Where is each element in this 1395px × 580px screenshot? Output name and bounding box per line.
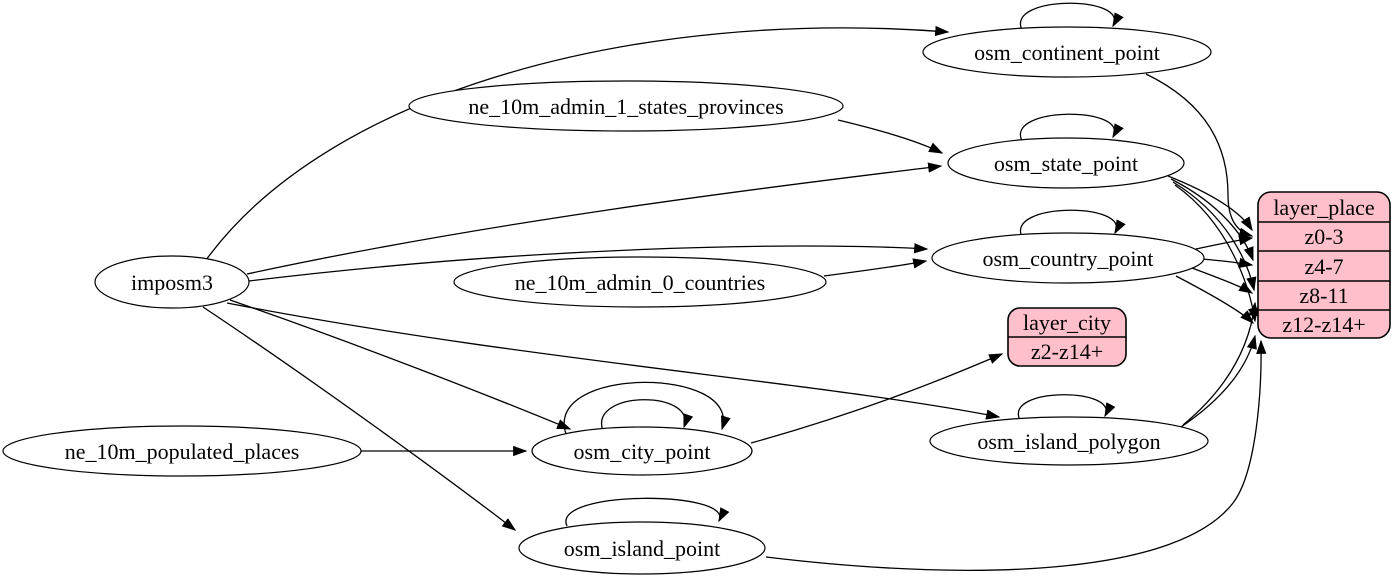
osm_city_point-label: osm_city_point [574,439,711,464]
node-osm_continent_point: osm_continent_point [922,26,1212,78]
osm_city_point-ellipse [531,426,753,476]
node-layer_city: layer_city z2-z14+ [1007,307,1127,367]
edge-osm_country_point-to-layer_place-z8-11 [1191,267,1254,294]
ne_10m_admin_0_countries-label: ne_10m_admin_0_countries [515,270,766,295]
imposm3-ellipse [94,255,250,309]
node-osm_state_point: osm_state_point [947,137,1185,189]
edge-osm_island_polygon-to-layer_place-z8-11 [1182,301,1259,426]
edge-self-loop-osm_island_point [565,497,730,527]
layer_place-row-z12-z14: z12-z14+ [1282,312,1365,337]
ne_10m_admin_0_countries-ellipse [453,256,827,308]
osm_island_polygon-ellipse [929,416,1209,466]
edge-imposm3-to-osm_island_polygon [226,302,1001,420]
osm_state_point-ellipse [947,137,1185,189]
imposm3-label: imposm3 [131,270,213,295]
edge-imposm3-to-osm_city_point [229,299,572,430]
osm_country_point-ellipse [931,232,1205,284]
layer_city-title: layer_city [1023,310,1111,335]
edge-self-loop-osm_island_polygon [1017,394,1116,421]
node-osm_island_polygon: osm_island_polygon [929,416,1209,466]
osm_continent_point-ellipse [922,26,1212,78]
node-ne_10m_populated_places: ne_10m_populated_places [2,425,362,477]
edge-osm_state_point-to-layer_place-z4-7 [1170,178,1254,262]
edge-osm_state_point-to-layer_place-z8-11 [1172,181,1257,292]
edge-self-loop-osm_country_point [1019,209,1126,238]
node-osm_city_point: osm_city_point [531,426,753,476]
edge-imposm3-to-osm_state_point [246,162,943,275]
edge-osm_continent_point-to-layer_place-z0-3 [1145,73,1254,238]
layer_place-row-z0-3: z0-3 [1304,224,1343,249]
edge-osm_state_point-to-layer_place-z0-3 [1167,175,1253,232]
osm_continent_point-label: osm_continent_point [974,40,1160,65]
node-layer_place: layer_place z0-3 z4-7 z8-11 z12-z14+ [1257,191,1391,339]
node-ne_10m_admin_0_countries: ne_10m_admin_0_countries [453,256,827,308]
osm_country_point-label: osm_country_point [982,246,1153,271]
osm_state_point-label: osm_state_point [994,151,1138,176]
edge-self-loop-inner-osm_city_point [600,399,694,432]
edge-imposm3-to-osm_country_point [248,243,929,282]
edges-group [202,2,1267,571]
ne_10m_admin_1_states_provinces-label: ne_10m_admin_1_states_provinces [468,94,783,119]
edge-self-loop-osm_continent_point [1019,2,1124,31]
edge-osm_city_point-to-layer_city-z2-z14 [750,353,1004,444]
layer_city-row-z2-z14: z2-z14+ [1031,339,1103,364]
ne_10m_populated_places-label: ne_10m_populated_places [65,439,300,464]
edge-self-loop-outer-osm_city_point [563,381,731,435]
edge-imposm3-to-osm_island_point [202,306,517,531]
ne_10m_populated_places-ellipse [2,425,362,477]
osm_island_point-ellipse [518,521,766,575]
edge-osm_country_point-to-layer_place-z0-3 [1195,235,1254,250]
node-osm_country_point: osm_country_point [931,232,1205,284]
edge-imposm3-to-osm_continent_point [205,25,950,261]
edge-ne_10m_admin_0_countries-to-osm_country_point [823,258,928,277]
edge-osm_country_point-to-layer_place-z4-7 [1201,257,1254,268]
ne_10m_admin_1_states_provinces-ellipse [408,80,844,132]
layer_place-title: layer_place [1273,195,1374,220]
layer_place-row-z8-11: z8-11 [1299,283,1348,308]
node-osm_island_point: osm_island_point [518,521,766,575]
osm_island_point-label: osm_island_point [564,536,720,561]
layer_place-row-z4-7: z4-7 [1304,254,1343,279]
edge-osm_island_point-to-layer_place-z12-z14 [765,339,1267,571]
node-ne_10m_admin_1_states_provinces: ne_10m_admin_1_states_provinces [408,80,844,132]
layer_place-record [1257,191,1391,339]
node-imposm3: imposm3 [94,255,250,309]
edge-ne_10m_admin_1_states_provinces-to-osm_state_point [837,119,944,154]
edge-osm_country_point-to-layer_place-z12-z14 [1175,275,1255,325]
edge-osm_island_polygon-to-layer_place-z12-z14 [1177,334,1257,430]
osm_island_polygon-label: osm_island_polygon [977,429,1160,454]
edge-self-loop-osm_state_point [1019,113,1124,142]
